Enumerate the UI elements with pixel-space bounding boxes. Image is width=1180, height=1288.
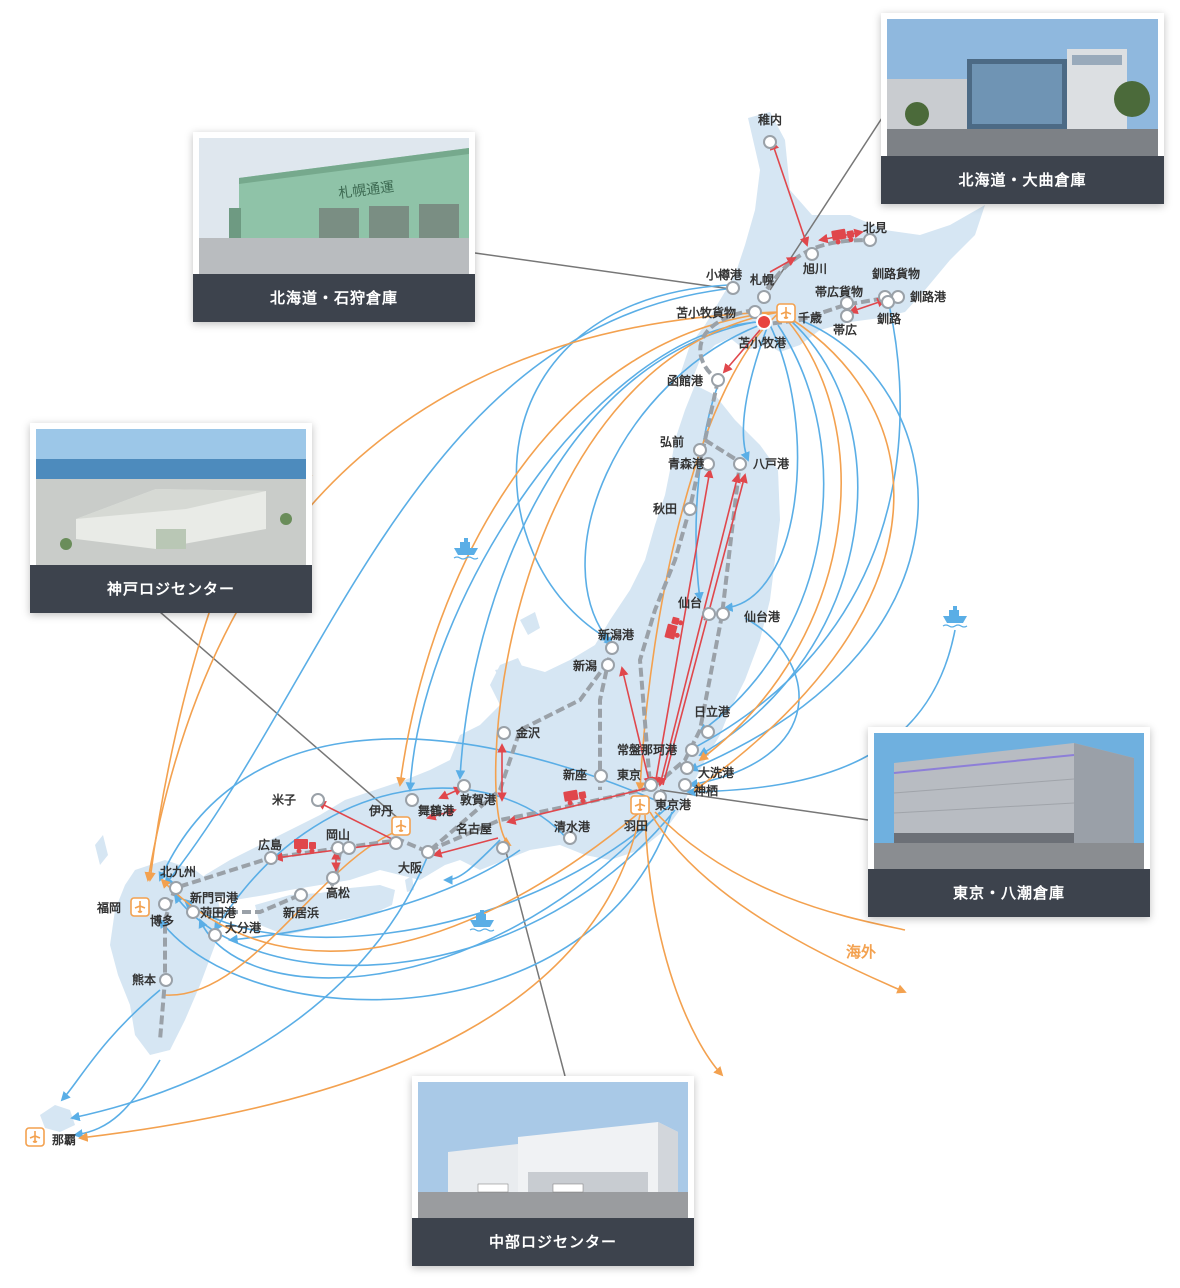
label-shimizu-port: 清水港 bbox=[554, 819, 591, 834]
label-kanda-port: 苅田港 bbox=[200, 905, 237, 920]
truck-icon bbox=[294, 839, 316, 854]
label-otaru-port: 小樽港 bbox=[706, 267, 743, 282]
ishikari-building-sign: 札幌通運 bbox=[338, 179, 396, 202]
label-maizuru-port: 舞鶴港 bbox=[417, 803, 455, 818]
warehouse-photo-chubu bbox=[418, 1082, 688, 1218]
airplane-icon bbox=[391, 816, 411, 836]
label-nagoya: 名古屋 bbox=[456, 821, 492, 836]
ship-icons bbox=[453, 538, 968, 932]
truck-icons bbox=[294, 228, 855, 854]
airplane-icon bbox=[25, 1127, 45, 1147]
label-sendai: 仙台 bbox=[678, 595, 702, 610]
label-niigata-port: 新潟港 bbox=[598, 627, 635, 642]
okinawa-island bbox=[40, 1105, 75, 1132]
label-kushiro: 釧路 bbox=[876, 311, 902, 326]
label-wakkanai: 稚内 bbox=[758, 112, 782, 127]
label-kumamoto: 熊本 bbox=[132, 972, 156, 987]
tsushima-island bbox=[95, 835, 108, 865]
label-shinmoji-port: 新門司港 bbox=[190, 890, 239, 905]
photo-card-hokkaido-ishikari: 札幌通運 北海道・石狩倉庫 bbox=[193, 132, 475, 322]
sado-island bbox=[520, 612, 540, 635]
photo-card-kobe-logi: 神戸ロジセンター bbox=[30, 423, 312, 613]
airport-icons bbox=[25, 303, 796, 1147]
label-niiza: 新座 bbox=[563, 767, 587, 782]
label-kanazawa: 金沢 bbox=[515, 725, 541, 740]
label-itami: 伊丹 bbox=[368, 803, 393, 818]
label-kitami: 北見 bbox=[863, 220, 887, 235]
label-overseas: 海外 bbox=[846, 943, 876, 961]
label-tsuruga-port: 敦賀港 bbox=[460, 792, 497, 807]
label-asahikawa: 旭川 bbox=[802, 261, 827, 276]
label-hakodate-port: 函館港 bbox=[667, 373, 704, 388]
label-sendai-port: 仙台港 bbox=[744, 609, 781, 624]
label-sapporo: 札幌 bbox=[749, 272, 774, 287]
truck-icon bbox=[831, 228, 855, 245]
ship-icon bbox=[942, 606, 968, 628]
nodes bbox=[158, 135, 905, 987]
label-obihiro-freight: 帯広貨物 bbox=[815, 284, 863, 299]
label-tokyo-port: 東京港 bbox=[655, 797, 692, 812]
label-oarai-port: 大洗港 bbox=[698, 765, 735, 780]
caption-hokkaido-ishikari: 北海道・石狩倉庫 bbox=[193, 274, 475, 322]
caption-kobe-logi: 神戸ロジセンター bbox=[30, 565, 312, 613]
label-takamatsu: 高松 bbox=[326, 885, 350, 900]
label-oita-port: 大分港 bbox=[225, 920, 262, 935]
label-tomakomai-freight: 苫小牧貨物 bbox=[676, 305, 736, 320]
ship-icon bbox=[469, 910, 495, 932]
photo-card-tokyo-yashio: 東京・八潮倉庫 bbox=[868, 727, 1150, 917]
label-niigata: 新潟 bbox=[573, 658, 597, 673]
label-kanda: 神栖 bbox=[694, 783, 718, 798]
caption-hokkaido-omagari: 北海道・大曲倉庫 bbox=[881, 156, 1164, 204]
label-fukuoka: 福岡 bbox=[96, 900, 121, 915]
truck-icon bbox=[563, 789, 587, 806]
label-chitose: 千歳 bbox=[798, 310, 822, 325]
land-areas bbox=[40, 112, 985, 1132]
shikoku-land bbox=[255, 885, 395, 935]
label-hachinohe-port: 八戸港 bbox=[752, 456, 790, 471]
label-niihama: 新居浜 bbox=[283, 905, 319, 920]
label-kitakyushu: 北九州 bbox=[160, 864, 196, 879]
label-hakata: 博多 bbox=[150, 913, 174, 928]
hub-dot-icon bbox=[756, 314, 772, 330]
label-kushiro-freight: 釧路貨物 bbox=[871, 266, 920, 281]
warehouse-photo-omagari bbox=[887, 19, 1158, 156]
label-obihiro: 帯広 bbox=[833, 322, 857, 337]
caption-tokyo-yashio: 東京・八潮倉庫 bbox=[868, 869, 1150, 917]
awaji-island bbox=[405, 876, 414, 892]
label-haneda: 羽田 bbox=[624, 819, 648, 833]
label-tokyo: 東京 bbox=[617, 767, 641, 782]
label-osaka: 大阪 bbox=[398, 860, 423, 875]
label-naha: 那覇 bbox=[52, 1133, 76, 1147]
label-hitachinaka-port: 常盤那珂港 bbox=[617, 742, 678, 757]
photo-card-hokkaido-omagari: 北海道・大曲倉庫 bbox=[881, 13, 1164, 204]
label-okayama: 岡山 bbox=[326, 827, 350, 842]
label-aomori-port: 青森港 bbox=[668, 456, 705, 471]
warehouse-photo-kobe bbox=[36, 429, 306, 565]
airplane-icon bbox=[776, 303, 796, 323]
label-hiroshima: 広島 bbox=[258, 837, 282, 852]
airplane-icon bbox=[130, 897, 150, 917]
truck-routes bbox=[273, 140, 887, 872]
label-tomakomai-port: 苫小牧港 bbox=[738, 335, 787, 350]
label-yonago: 米子 bbox=[272, 792, 296, 807]
ship-icon bbox=[453, 538, 479, 560]
warehouse-photo-ishikari: 札幌通運 bbox=[199, 138, 469, 274]
warehouse-photo-yashio bbox=[874, 733, 1144, 869]
label-hirosaki: 弘前 bbox=[660, 434, 684, 449]
noto-peninsula bbox=[490, 658, 525, 705]
airplane-icon bbox=[630, 795, 650, 815]
place-labels: 稚内 北見 旭川 小樽港 札幌 釧路貨物 帯広貨物 釧路港 苫小牧貨物 千歳 帯… bbox=[52, 112, 947, 1147]
photo-card-chubu-logi: 中部ロジセンター bbox=[412, 1076, 694, 1266]
caption-chubu-logi: 中部ロジセンター bbox=[412, 1218, 694, 1266]
label-hitachi-port: 日立港 bbox=[694, 704, 731, 719]
label-kushiro-port: 釧路港 bbox=[909, 289, 947, 304]
truck-icon bbox=[664, 616, 684, 640]
label-akita: 秋田 bbox=[653, 501, 677, 516]
